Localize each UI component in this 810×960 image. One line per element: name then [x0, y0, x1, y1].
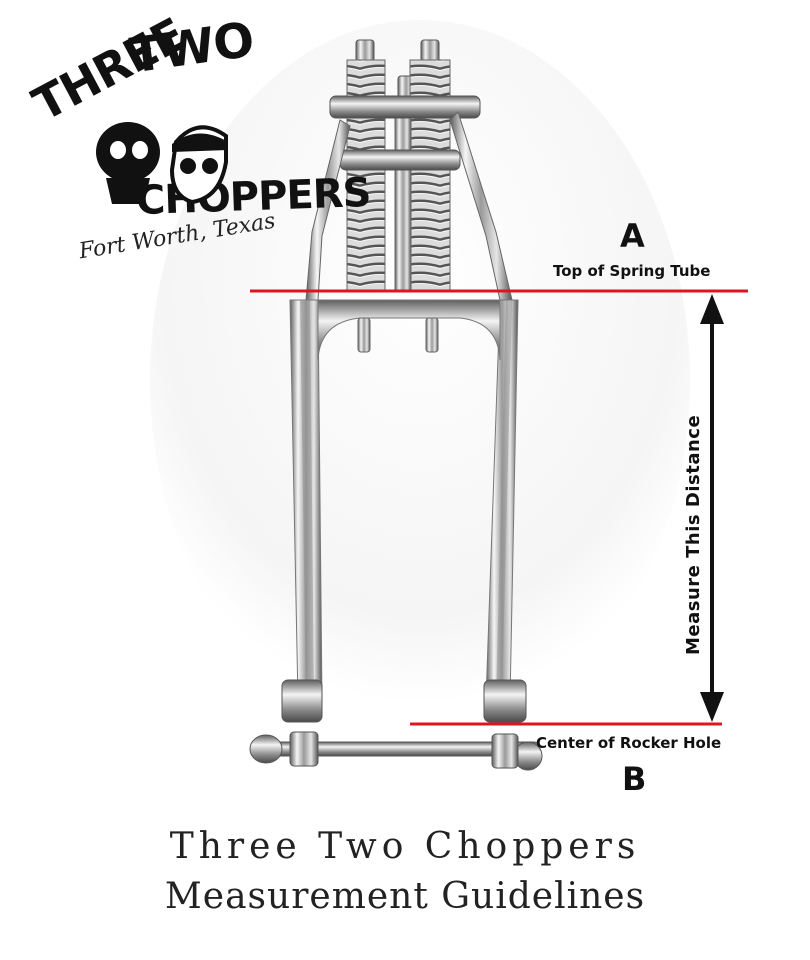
- axle-spacer-right: [491, 733, 519, 769]
- axle-assembly: [249, 731, 543, 771]
- leg-right-inner: [496, 300, 512, 700]
- rocker-bracket-left: [281, 679, 323, 723]
- center-rod: [394, 99, 412, 291]
- rocker-bracket-right: [483, 679, 527, 723]
- axle-nut-left: [249, 734, 283, 764]
- mid-bracket: [339, 149, 461, 171]
- fitting-left: [357, 317, 371, 353]
- caption-subtitle: Measurement Guidelines: [164, 876, 646, 917]
- bolt-left: [355, 39, 375, 63]
- marker-letter-a: A: [620, 217, 645, 255]
- distance-arrow: [700, 294, 724, 722]
- spring-assembly: [329, 39, 481, 293]
- skull-icon: [96, 122, 228, 205]
- fork-legs: [281, 299, 527, 723]
- caption-title: Three Two Choppers: [169, 826, 641, 867]
- leg-left-inner: [300, 300, 314, 700]
- inner-frame: [317, 299, 501, 361]
- brand-logo: THREE TWO CHOPPERS Fort Worth, Texas: [18, 7, 371, 264]
- center-of-rocker-hole-label: Center of Rocker Hole: [536, 734, 722, 752]
- fitting-right: [425, 317, 439, 353]
- top-of-spring-tube-label: Top of Spring Tube: [553, 262, 711, 280]
- background-halo: [150, 20, 690, 740]
- spring-right: [409, 59, 451, 293]
- top-clamp: [329, 95, 481, 119]
- marker-letter-b: B: [622, 760, 647, 798]
- measure-distance-label: Measure This Distance: [683, 414, 704, 655]
- bolt-right: [420, 39, 440, 63]
- axle-spacer-left: [289, 731, 319, 767]
